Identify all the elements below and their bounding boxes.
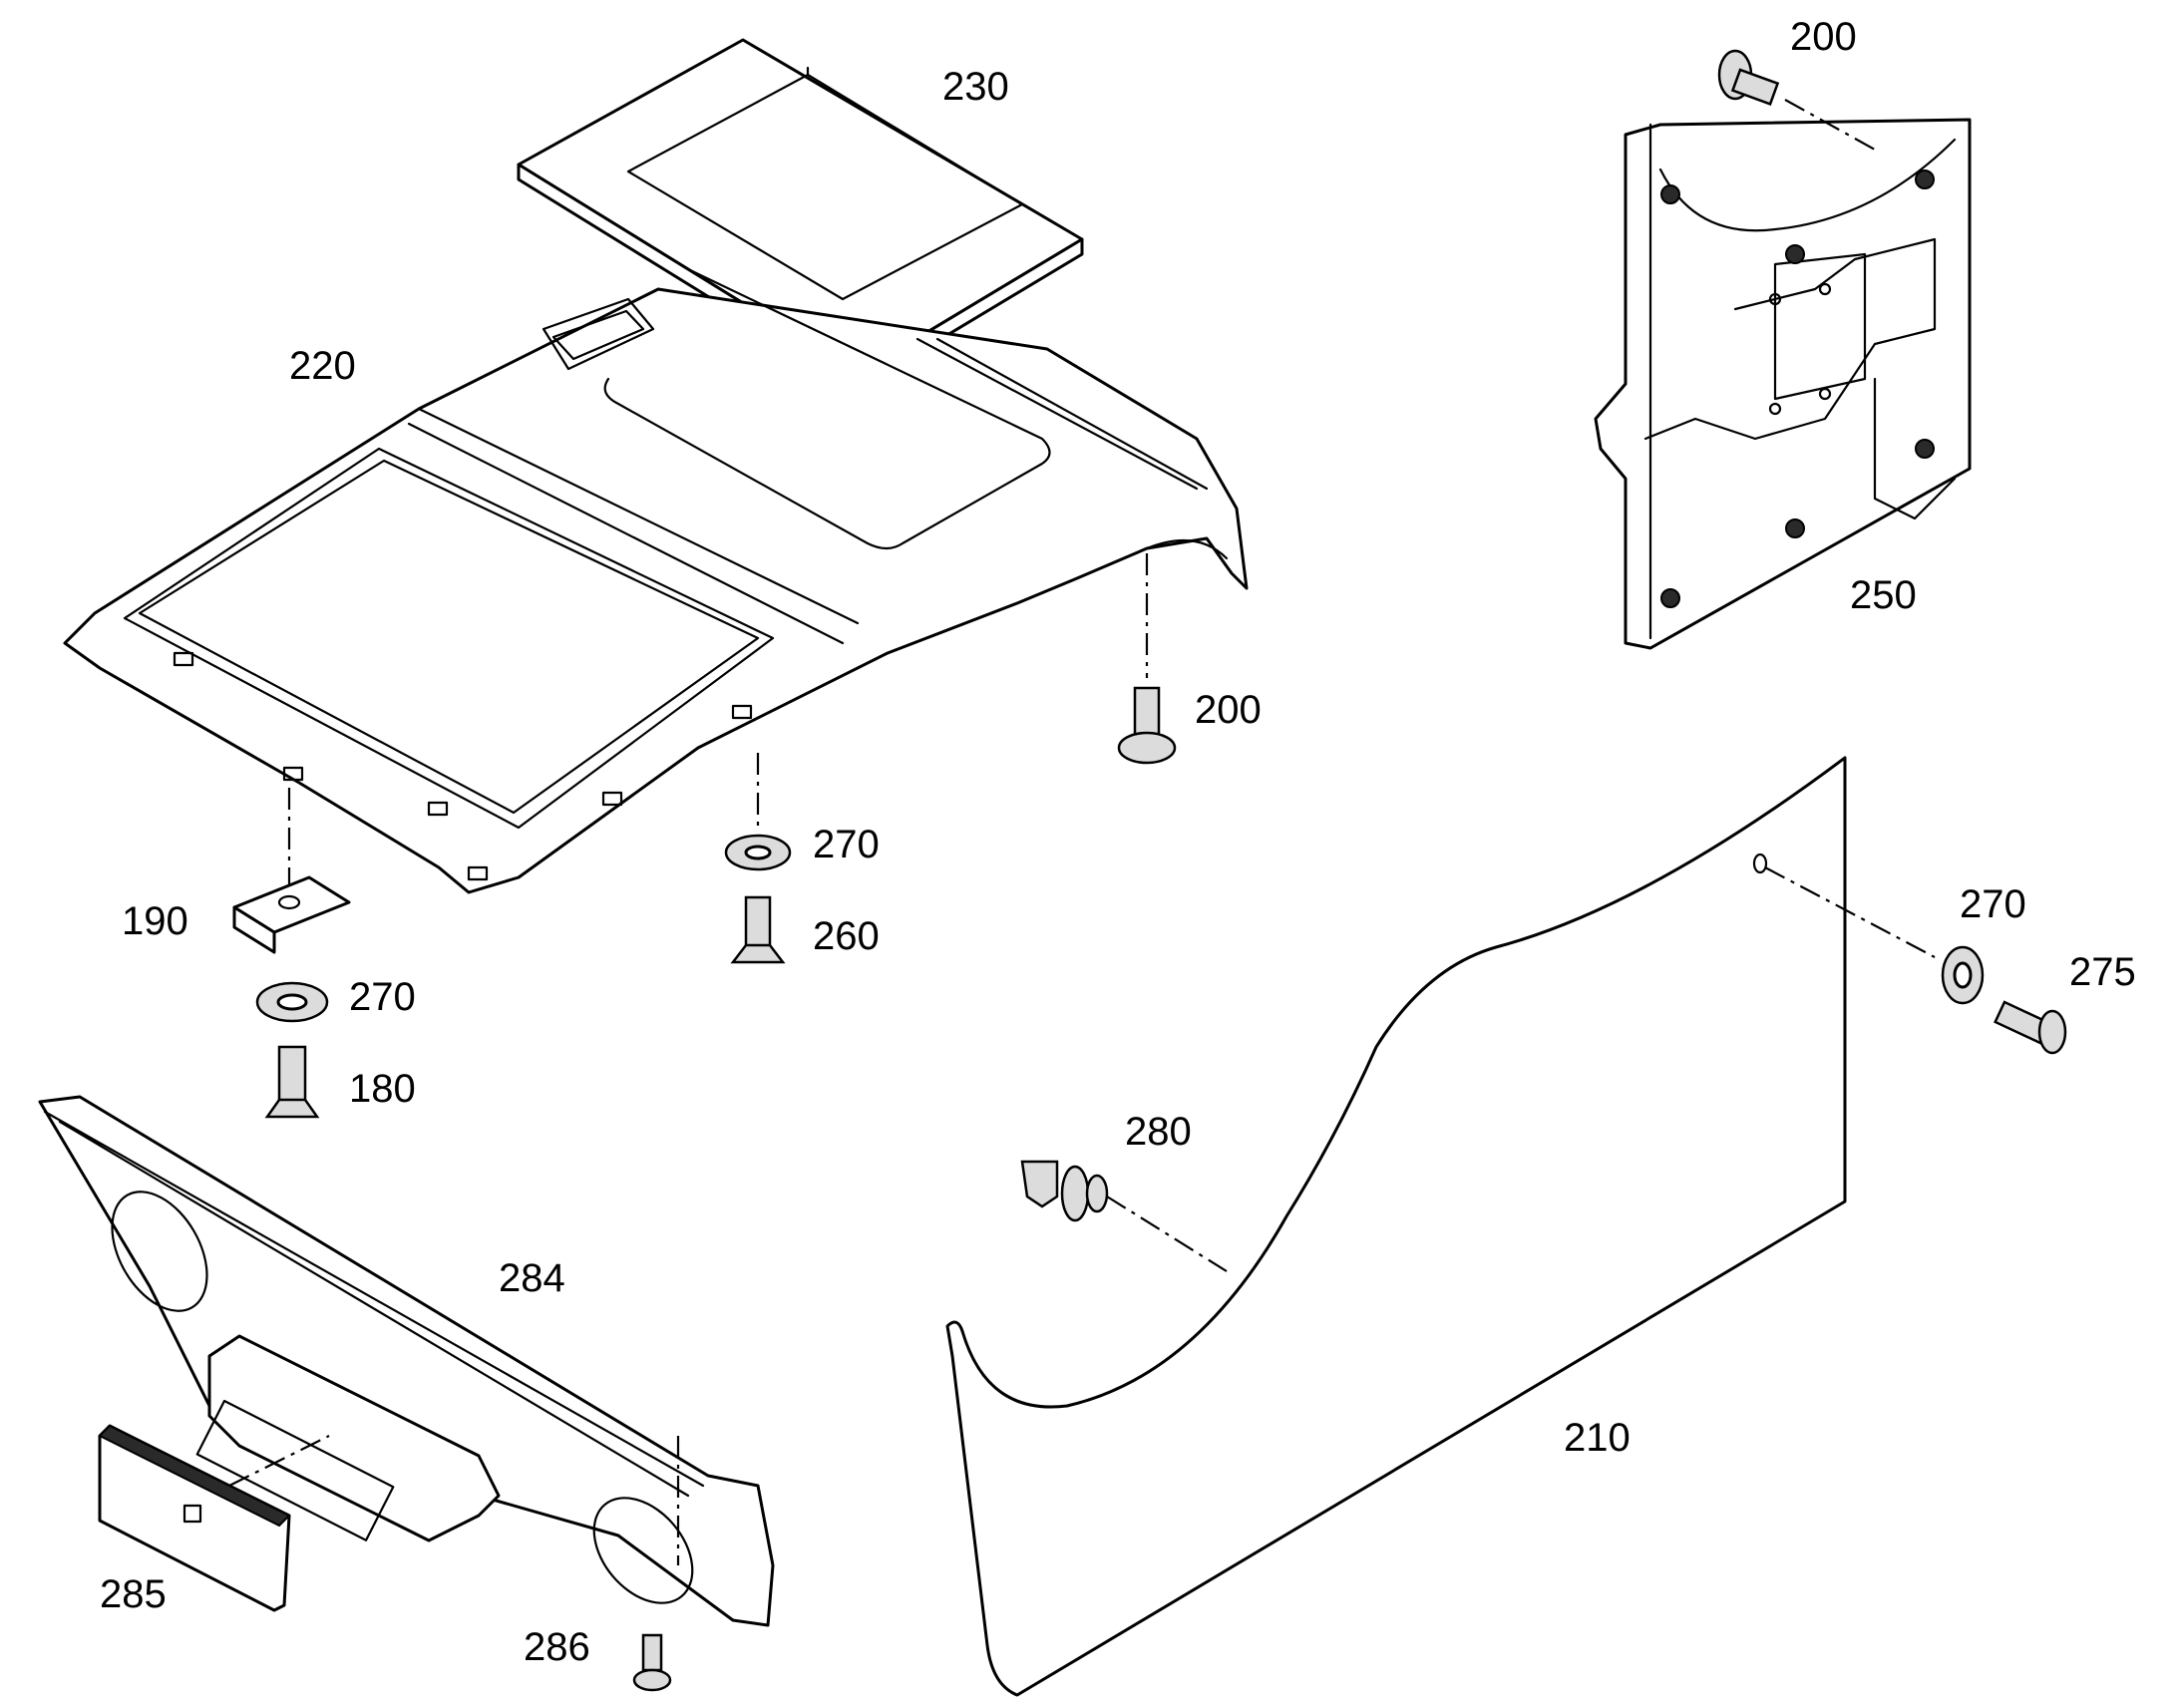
part-270-washer-right — [1941, 945, 1985, 1005]
part-270-washer-left — [255, 981, 329, 1023]
part-250-bracket-plate — [1594, 118, 1972, 650]
callout-230: 230 — [942, 65, 1009, 109]
part-180-screw — [264, 1045, 320, 1119]
part-260-screw — [730, 895, 786, 964]
callout-286: 286 — [524, 1625, 590, 1669]
callout-270-left: 270 — [349, 975, 416, 1019]
part-200-pin-mid — [1117, 553, 1177, 765]
part-275-screw — [1994, 1000, 2067, 1055]
callout-220: 220 — [289, 344, 356, 388]
part-285-grille-plate — [98, 1424, 330, 1612]
part-210-side-panel — [945, 756, 1936, 1697]
callout-200-top: 200 — [1790, 15, 1857, 59]
callout-275: 275 — [2069, 950, 2136, 994]
part-220-headliner — [63, 267, 1249, 894]
part-270-washer-center — [724, 753, 792, 871]
part-284-speaker-console — [38, 1095, 775, 1627]
callout-285: 285 — [100, 1572, 167, 1616]
callout-190: 190 — [122, 899, 188, 943]
part-200-pin-top — [1717, 49, 1876, 151]
callout-284: 284 — [499, 1256, 565, 1300]
callout-250: 250 — [1850, 573, 1917, 617]
part-280-push-rivet — [1020, 1160, 1228, 1272]
callout-270-right: 270 — [1960, 882, 2026, 926]
callout-260: 260 — [813, 914, 880, 958]
callout-180: 180 — [349, 1067, 416, 1111]
callout-200-mid: 200 — [1195, 688, 1262, 732]
part-286-screw — [632, 1633, 672, 1692]
callout-270-center: 270 — [813, 823, 880, 866]
callout-210: 210 — [1564, 1416, 1631, 1460]
part-190-clip — [232, 788, 351, 954]
callout-280: 280 — [1125, 1110, 1192, 1154]
